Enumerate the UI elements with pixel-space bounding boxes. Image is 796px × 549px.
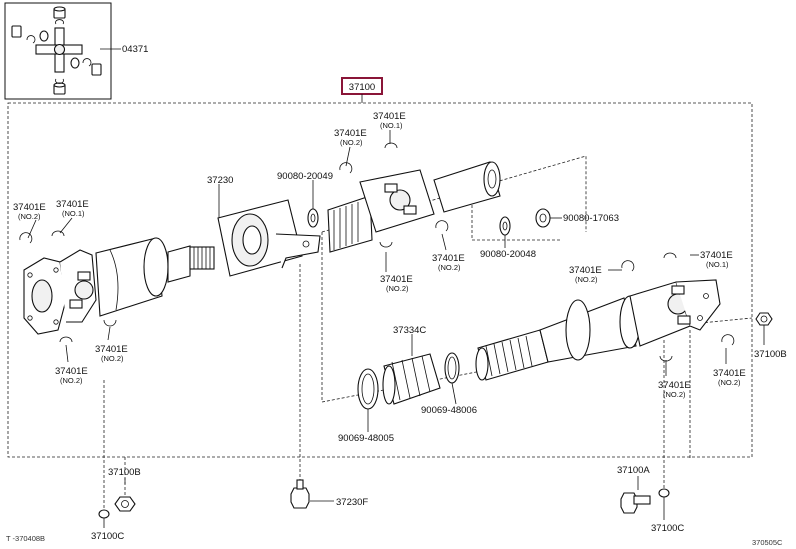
front-propeller-shaft <box>19 230 215 343</box>
label-p37401E-right-no2c: 37401E <box>713 368 746 379</box>
label-p37100A: 37100A <box>617 465 650 476</box>
label-p37401E-right-no2c-sub: (NO.2) <box>718 378 741 387</box>
label-p37401E-right-no2a-sub: (NO.2) <box>575 275 598 284</box>
label-p37401E-lowleft-no2b-sub: (NO.2) <box>60 376 83 385</box>
label-p37100C-left: 37100C <box>91 531 124 542</box>
inset-universal-joint-kit: 04371 <box>4 2 148 100</box>
label-p37401E-right-no2b-sub: (NO.2) <box>663 390 686 399</box>
label-p37401E-right-no2a: 37401E <box>569 265 602 276</box>
label-p90069-48005: 90069-48005 <box>338 433 394 444</box>
label-p90080-17063: 90080-17063 <box>563 213 619 224</box>
label-p37401E-right-no2b: 37401E <box>658 380 691 391</box>
label-p37401E-top-no1: 37401E <box>373 111 406 122</box>
leader-lines <box>27 130 727 528</box>
assembly-code-37100: 37100 <box>341 77 383 103</box>
label-p37401E-mid-no2b-sub: (NO.2) <box>438 263 461 272</box>
rear-propeller-shaft <box>475 252 773 381</box>
label-p37401E-top-no2: 37401E <box>334 128 367 139</box>
label-p37100B-right: 37100B <box>754 349 787 360</box>
label-p37401E-mid-no2a-sub: (NO.2) <box>386 284 409 293</box>
label-p37401E-lowleft-no2a-sub: (NO.2) <box>101 354 124 363</box>
label-p37401E-left-no2-sub: (NO.2) <box>18 212 41 221</box>
assembly-boundary <box>7 102 753 458</box>
label-p37401E-left-no1-sub: (NO.1) <box>62 209 85 218</box>
label-p37401E-lowleft-no2a: 37401E <box>95 344 128 355</box>
label-p37100C-right: 37100C <box>651 523 684 534</box>
doc-code-left: T -370408B <box>6 534 45 543</box>
label-p37230: 37230 <box>207 175 233 186</box>
label-p37401E-right-no1: 37401E <box>700 250 733 261</box>
label-p37401E-mid-no2a: 37401E <box>380 274 413 285</box>
label-title-code: 37100 <box>349 82 375 93</box>
center-bearing-37230: 37230 90080-20049 <box>207 171 333 277</box>
bottom-hardware <box>98 264 691 519</box>
doc-code-right: 370505C <box>752 538 783 547</box>
label-p37230F: 37230F <box>336 497 368 508</box>
callout-labels: 37401E (NO.1) 37401E (NO.2) 37401E (NO.2… <box>13 111 787 542</box>
label-p37401E-left-no2: 37401E <box>13 202 46 213</box>
label-p90080-20049: 90080-20049 <box>277 171 333 182</box>
label-p37401E-top-no2-sub: (NO.2) <box>340 138 363 147</box>
mid-universal-joint <box>327 142 551 253</box>
label-p90069-48006: 90069-48006 <box>421 405 477 416</box>
label-p37401E-lowleft-no2b: 37401E <box>55 366 88 377</box>
label-p37334C: 37334C <box>393 325 426 336</box>
dust-boot-37334c <box>357 334 460 410</box>
label-p37401E-left-no1: 37401E <box>56 199 89 210</box>
label-p37401E-mid-no2b: 37401E <box>432 253 465 264</box>
label-p37401E-right-no1-sub: (NO.1) <box>706 260 729 269</box>
label-04371: 04371 <box>122 44 148 55</box>
label-p37100B-bottom: 37100B <box>108 467 141 478</box>
label-p37401E-top-no1-sub: (NO.1) <box>380 121 403 130</box>
label-p90080-20048: 90080-20048 <box>480 249 536 260</box>
